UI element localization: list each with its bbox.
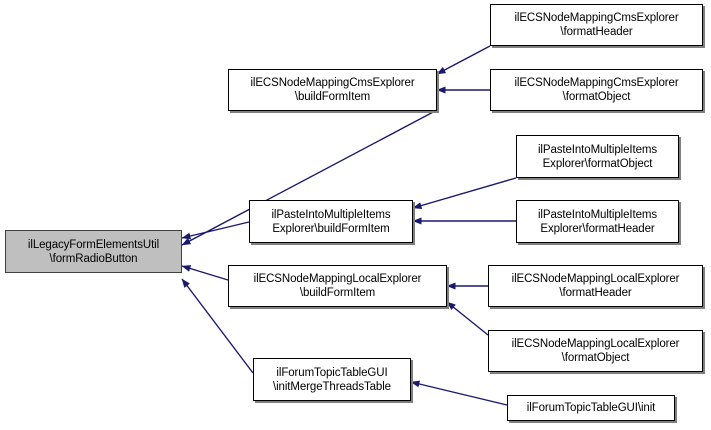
graph-edge bbox=[181, 221, 250, 240]
graph-node[interactable]: ilECSNodeMappingLocalExplorer \formatHea… bbox=[488, 265, 703, 307]
graph-edge bbox=[181, 265, 229, 281]
graph-node[interactable]: ilECSNodeMappingCmsExplorer \formatObjec… bbox=[490, 69, 703, 111]
graph-node[interactable]: ilECSNodeMappingLocalExplorer \buildForm… bbox=[228, 265, 447, 307]
graph-edge bbox=[436, 45, 491, 75]
graph-edge bbox=[410, 380, 508, 406]
graph-node[interactable]: ilPasteIntoMultipleItems Explorer\format… bbox=[516, 135, 679, 178]
graph-node[interactable]: ilECSNodeMappingCmsExplorer \formatHeade… bbox=[490, 4, 703, 46]
graph-node[interactable]: ilPasteIntoMultipleItems Explorer\buildF… bbox=[249, 200, 413, 243]
graph-node[interactable]: ilECSNodeMappingLocalExplorer \formatObj… bbox=[488, 330, 703, 372]
graph-edge bbox=[446, 301, 489, 336]
graph-node[interactable]: ilForumTopicTableGUI \initMergeThreadsTa… bbox=[253, 358, 411, 401]
graph-node-current[interactable]: ilLegacyFormElementsUtil \formRadioButto… bbox=[5, 230, 182, 273]
graph-node[interactable]: ilECSNodeMappingCmsExplorer \buildFormIt… bbox=[228, 69, 437, 111]
graph-node[interactable]: ilForumTopicTableGUI\init bbox=[507, 395, 675, 421]
graph-edge bbox=[412, 177, 517, 209]
graph-node[interactable]: ilPasteIntoMultipleItems Explorer\format… bbox=[516, 200, 679, 243]
